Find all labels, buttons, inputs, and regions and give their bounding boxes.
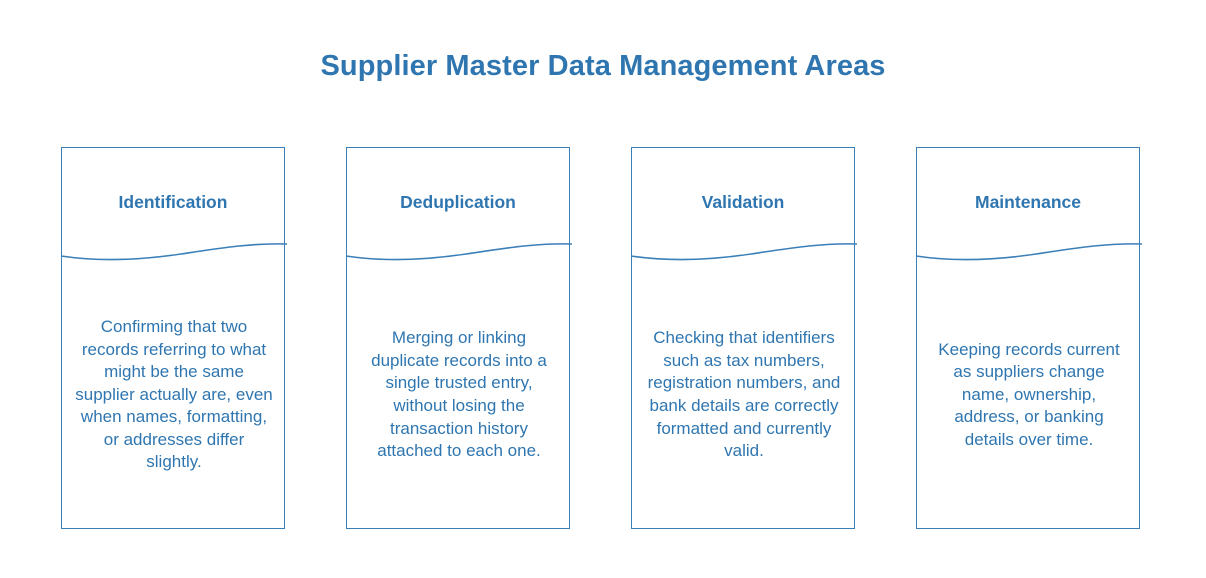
card-description: Keeping records current as suppliers cha… — [938, 339, 1120, 449]
card-title: Maintenance — [975, 192, 1081, 212]
card-title: Identification — [118, 192, 228, 212]
card-maintenance: Maintenance Keeping records current as s… — [915, 147, 1143, 529]
wave-divider — [60, 243, 288, 261]
wave-divider — [630, 243, 858, 261]
card-title: Deduplication — [400, 192, 516, 212]
wave-divider — [345, 243, 573, 261]
card-validation: Validation Checking that identifiers suc… — [630, 147, 858, 529]
card-description: Checking that identifiers such as tax nu… — [647, 328, 841, 461]
page-title: Supplier Master Data Management Areas — [320, 50, 886, 82]
card-identification: Identification Confirming that two recor… — [60, 147, 288, 529]
wave-divider — [915, 243, 1143, 261]
card-description: Merging or linking duplicate records int… — [371, 328, 547, 461]
card-deduplication: Deduplication Merging or linking duplica… — [345, 147, 573, 529]
card-description: Confirming that two records referring to… — [75, 316, 273, 472]
card-title: Validation — [701, 192, 785, 212]
